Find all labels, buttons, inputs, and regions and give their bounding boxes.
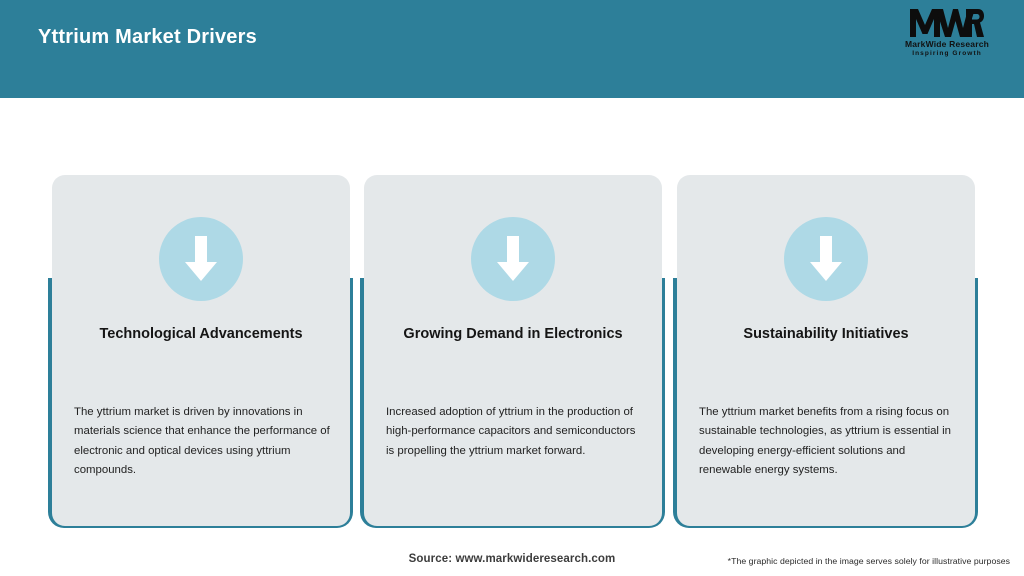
down-arrow-icon (784, 217, 868, 301)
down-arrow-icon (471, 217, 555, 301)
page-title: Yttrium Market Drivers (38, 26, 257, 48)
card-surface: Growing Demand in Electronics Increased … (364, 175, 662, 526)
logo-tagline: Inspiring Growth (912, 50, 982, 57)
card-title: Technological Advancements (99, 326, 303, 342)
card-surface: Technological Advancements The yttrium m… (52, 175, 350, 526)
driver-card-2: Growing Demand in Electronics Increased … (352, 98, 672, 528)
driver-card-3: Sustainability Initiatives The yttrium m… (665, 98, 985, 528)
disclaimer-note: *The graphic depicted in the image serve… (727, 556, 1010, 566)
card-body-text: The yttrium market benefits from a risin… (699, 406, 951, 477)
source-label: Source: www.markwideresearch.com (408, 553, 616, 565)
down-arrow-icon (159, 217, 243, 301)
driver-card-1: Technological Advancements The yttrium m… (40, 98, 360, 528)
logo-mark-icon (888, 8, 1006, 38)
company-logo: MarkWide Research Inspiring Growth (888, 8, 1006, 62)
driver-cards-container: Technological Advancements The yttrium m… (0, 98, 1024, 528)
card-title: Sustainability Initiatives (743, 326, 909, 342)
card-title: Growing Demand in Electronics (403, 326, 623, 342)
logo-company-name: MarkWide Research (904, 39, 990, 49)
card-surface: Sustainability Initiatives The yttrium m… (677, 175, 975, 526)
card-body-text: Increased adoption of yttrium in the pro… (386, 406, 636, 457)
card-body-text: The yttrium market is driven by innovati… (74, 406, 330, 477)
page-header: Yttrium Market Drivers MarkWide Research… (0, 0, 1024, 98)
